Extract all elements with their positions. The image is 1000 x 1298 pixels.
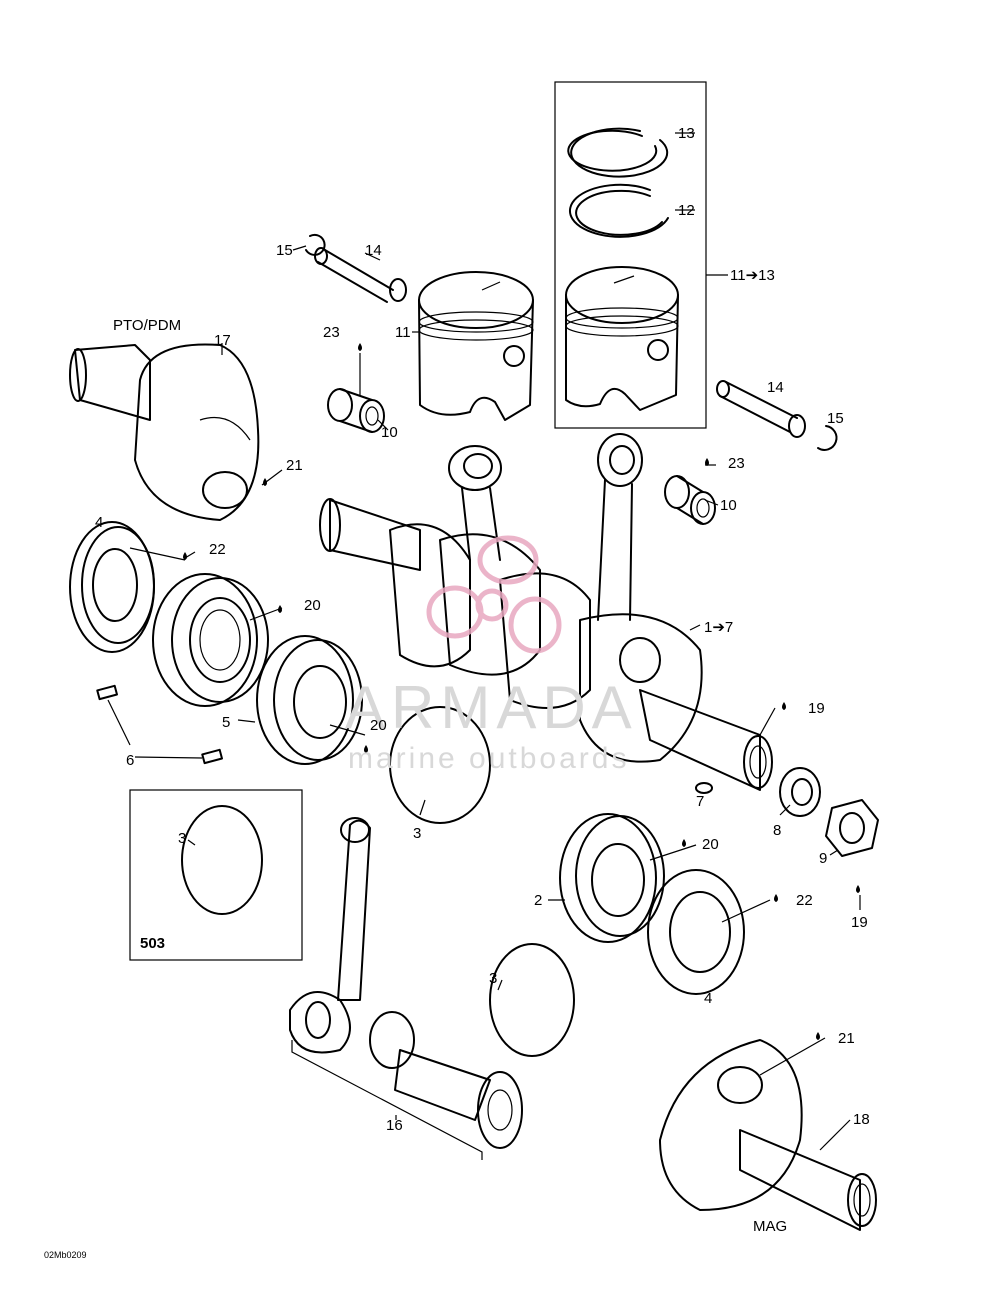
callout-3-center: 3 [413,825,421,842]
connecting-rod-kit [289,817,523,1160]
watermark-tagline: marine outboards [348,742,629,775]
circlip-left [305,233,326,256]
callout-22-right: 22 [796,892,813,909]
leader-lines [107,132,861,1151]
piston-kit [565,266,679,411]
model-503-box [129,789,303,961]
callout-1-7: 1➔7 [704,619,733,636]
seal-right [647,869,745,995]
label-mag: MAG [753,1218,787,1235]
callout-2: 2 [534,892,542,909]
callout-15-right: 15 [827,410,844,427]
crank-half-pto [69,343,260,521]
label-503: 503 [140,935,165,952]
watermark-logo [426,535,562,654]
piston-ring-12 [568,183,669,238]
needle-bearing-left [327,388,385,433]
callout-7: 7 [696,793,704,810]
label-pto: PTO/PDM [113,317,181,334]
piston-11 [418,271,534,421]
callout-3-lower: 3 [489,970,497,987]
callout-12: 12 [678,202,695,219]
wrist-pin-left [314,247,407,303]
callout-21-pto: 21 [286,457,303,474]
drawing-code: 02Mb0209 [44,1250,87,1260]
callout-6: 6 [126,752,134,769]
callout-19-nut: 19 [851,914,868,931]
callout-22-left: 22 [209,541,226,558]
o-ring-center [389,706,491,824]
washer-8 [779,767,821,817]
callout-3-503: 3 [178,830,186,847]
piston-kit-box [554,81,707,429]
o-ring-lower [489,943,575,1057]
callout-20-center: 20 [370,717,387,734]
bearing-2 [559,813,665,943]
callout-14-right: 14 [767,379,784,396]
crank-half-mag [659,1039,877,1231]
callout-18: 18 [853,1111,870,1128]
bearing-20-left [256,635,363,765]
bearing-5 [152,573,269,707]
callout-10-left: 10 [381,424,398,441]
callout-5: 5 [222,714,230,731]
o-ring-503 [181,805,263,915]
callout-14-left: 14 [365,242,382,259]
wrist-pin-right [716,380,806,438]
callout-10-right: 10 [720,497,737,514]
callout-17: 17 [214,332,231,349]
callout-15-left: 15 [276,242,293,259]
dowel-pin-lower [201,748,223,765]
seal-left [69,521,155,653]
needle-bearing-right [664,475,716,525]
nut-9 [825,799,879,857]
woodruff-key [695,782,713,794]
watermark-name: ARMADA [345,674,638,741]
callout-13: 13 [678,125,695,142]
callout-20-left: 20 [304,597,321,614]
callout-16: 16 [386,1117,403,1134]
callout-23-left: 23 [323,324,340,341]
callout-21-mag: 21 [838,1030,855,1047]
circlip-right [817,425,838,451]
callout-11-13: 11➔13 [730,267,775,284]
lubrication-drops [183,343,860,1040]
piston-ring-13 [567,127,669,178]
callout-11: 11 [395,324,411,341]
dowel-pin-upper [96,684,118,701]
callout-23-right: 23 [728,455,745,472]
callout-4-left: 4 [95,514,103,531]
callout-9: 9 [819,850,827,867]
callout-8: 8 [773,822,781,839]
callout-19-shaft: 19 [808,700,825,717]
connecting-rod-rear [597,433,643,621]
callout-4-right: 4 [704,990,712,1007]
connecting-rod-front [448,445,502,561]
callout-20-right: 20 [702,836,719,853]
